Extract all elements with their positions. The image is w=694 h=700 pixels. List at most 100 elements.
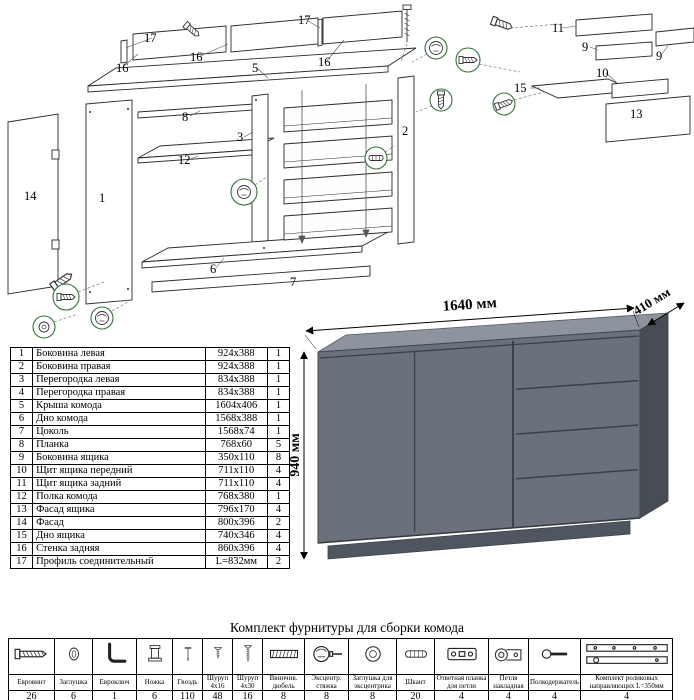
part-qty: 1 xyxy=(266,412,291,426)
hardware-icon-cell xyxy=(202,638,233,675)
part-name: Перегородка правая xyxy=(32,386,206,400)
part-name: Щит ящика задний xyxy=(32,477,206,491)
hardware-name: Комплект роликовых направляющих L=350мм xyxy=(580,674,674,691)
part-qty: 2 xyxy=(266,516,291,530)
callout-label: 6 xyxy=(210,262,216,276)
part-name: Стенка задняя xyxy=(32,542,206,556)
part-qty: 1 xyxy=(266,425,291,439)
connector-profile xyxy=(317,18,323,47)
part-num: 1 xyxy=(9,347,34,361)
part-num: 6 xyxy=(9,412,34,426)
drawer-back-panel xyxy=(575,13,653,37)
hardware-name: Эксцентр. стяжка xyxy=(304,674,349,691)
drawer-box xyxy=(283,99,393,133)
depth-dimension-line xyxy=(647,302,685,326)
callout-label: 9 xyxy=(582,40,588,54)
roller-guides-icon xyxy=(585,644,668,664)
part-name: Боковина ящика xyxy=(32,451,206,465)
confirmat-screw-icon xyxy=(402,4,412,42)
part-size: 1568x74 xyxy=(204,425,268,439)
hardware-icon-cell xyxy=(434,638,489,675)
hardware-name: Шкант xyxy=(396,674,435,691)
hardware-qty-row: 26 6 1 6 110 48 16 8 8 8 20 4 4 4 4 xyxy=(8,690,674,700)
part-name: Планка xyxy=(32,438,206,452)
part-name: Дно комода xyxy=(32,412,206,426)
hardware-icon-cell xyxy=(262,638,305,675)
hardware-qty: 16 xyxy=(232,690,263,700)
part-qty: 4 xyxy=(266,529,291,543)
part-name: Фасад xyxy=(32,516,206,530)
callout-label: 1 xyxy=(99,191,105,205)
dimension-lines xyxy=(300,302,685,560)
hinge-mark xyxy=(51,149,60,160)
part-name: Боковина правая xyxy=(32,360,206,374)
hardware-qty: 4 xyxy=(580,690,674,700)
hardware-name: Гвоздь xyxy=(172,674,203,691)
shelf-support-icon xyxy=(541,649,567,659)
hardware-icon-cell xyxy=(348,638,397,675)
hardware-qty: 4 xyxy=(527,690,582,700)
hardware-icon-cell xyxy=(488,638,529,675)
part-num: 5 xyxy=(9,399,34,413)
dresser-render: 1640 мм 410 мм 940 мм xyxy=(290,285,685,560)
drawer-detail-panels xyxy=(530,13,694,143)
hinge-mark xyxy=(51,239,60,250)
part-qty: 4 xyxy=(266,503,291,517)
hardware-name: Заглушка для эксцентрика xyxy=(348,674,397,691)
part-qty: 4 xyxy=(266,542,291,556)
part-qty: 1 xyxy=(266,490,291,504)
callout-label: 13 xyxy=(630,107,643,121)
part-qty: 1 xyxy=(266,373,291,387)
callout-label: 10 xyxy=(596,66,609,80)
callout-label: 16 xyxy=(190,50,203,64)
part-num: 13 xyxy=(9,503,34,517)
part-num: 12 xyxy=(9,490,34,504)
hardware-qty: 1 xyxy=(92,690,137,700)
part-size: 796x170 xyxy=(204,503,268,517)
door-panel xyxy=(7,113,59,295)
part-num: 10 xyxy=(9,464,34,478)
callout-label: 15 xyxy=(514,81,527,95)
part-num: 3 xyxy=(9,373,34,387)
callout-label: 17 xyxy=(298,13,311,27)
hardware-names-row: Евровинт Заглушка Евроключ Ножка Гвоздь … xyxy=(8,674,674,691)
drawer-box xyxy=(283,171,393,205)
part-size: 1568x388 xyxy=(204,412,268,426)
drawer-boxes xyxy=(283,99,393,241)
part-num: 9 xyxy=(9,451,34,465)
hardware-name: Шуруп 4х16 xyxy=(202,674,233,691)
width-dimension-line xyxy=(305,304,635,335)
part-callouts: 17 16 16 16 17 5 8 3 12 14 1 2 6 7 11 9 … xyxy=(24,13,662,289)
wood-dowel-icon xyxy=(404,650,427,658)
part-name: Щит ящика передний xyxy=(32,464,206,478)
part-size: 800x396 xyxy=(204,516,268,530)
back-wall-panel xyxy=(322,10,403,45)
hardware-icon-cell xyxy=(92,638,137,675)
part-size: 924x388 xyxy=(204,360,268,374)
part-name: Боковина левая xyxy=(32,347,206,361)
hardware-qty: 4 xyxy=(488,690,529,700)
euro-screw-icon xyxy=(14,648,47,660)
part-size: 350x110 xyxy=(204,451,268,465)
part-qty: 4 xyxy=(266,464,291,478)
part-size: 1604x406 xyxy=(204,399,268,413)
hardware-icons-row xyxy=(8,638,674,675)
leg-icon xyxy=(147,645,162,662)
hardware-kit-title: Комплект фурнитуры для сборки комода xyxy=(229,620,464,635)
dresser-plinth xyxy=(327,520,631,560)
callout-label: 11 xyxy=(552,21,564,35)
top-panel-edge xyxy=(87,65,389,93)
plinth-panel xyxy=(151,265,371,293)
hardware-qty: 20 xyxy=(396,690,435,700)
width-dimension-label: 1640 мм xyxy=(442,295,497,315)
callout-leaders xyxy=(123,20,669,269)
hardware-name: Шуруп 4х30 xyxy=(232,674,263,691)
